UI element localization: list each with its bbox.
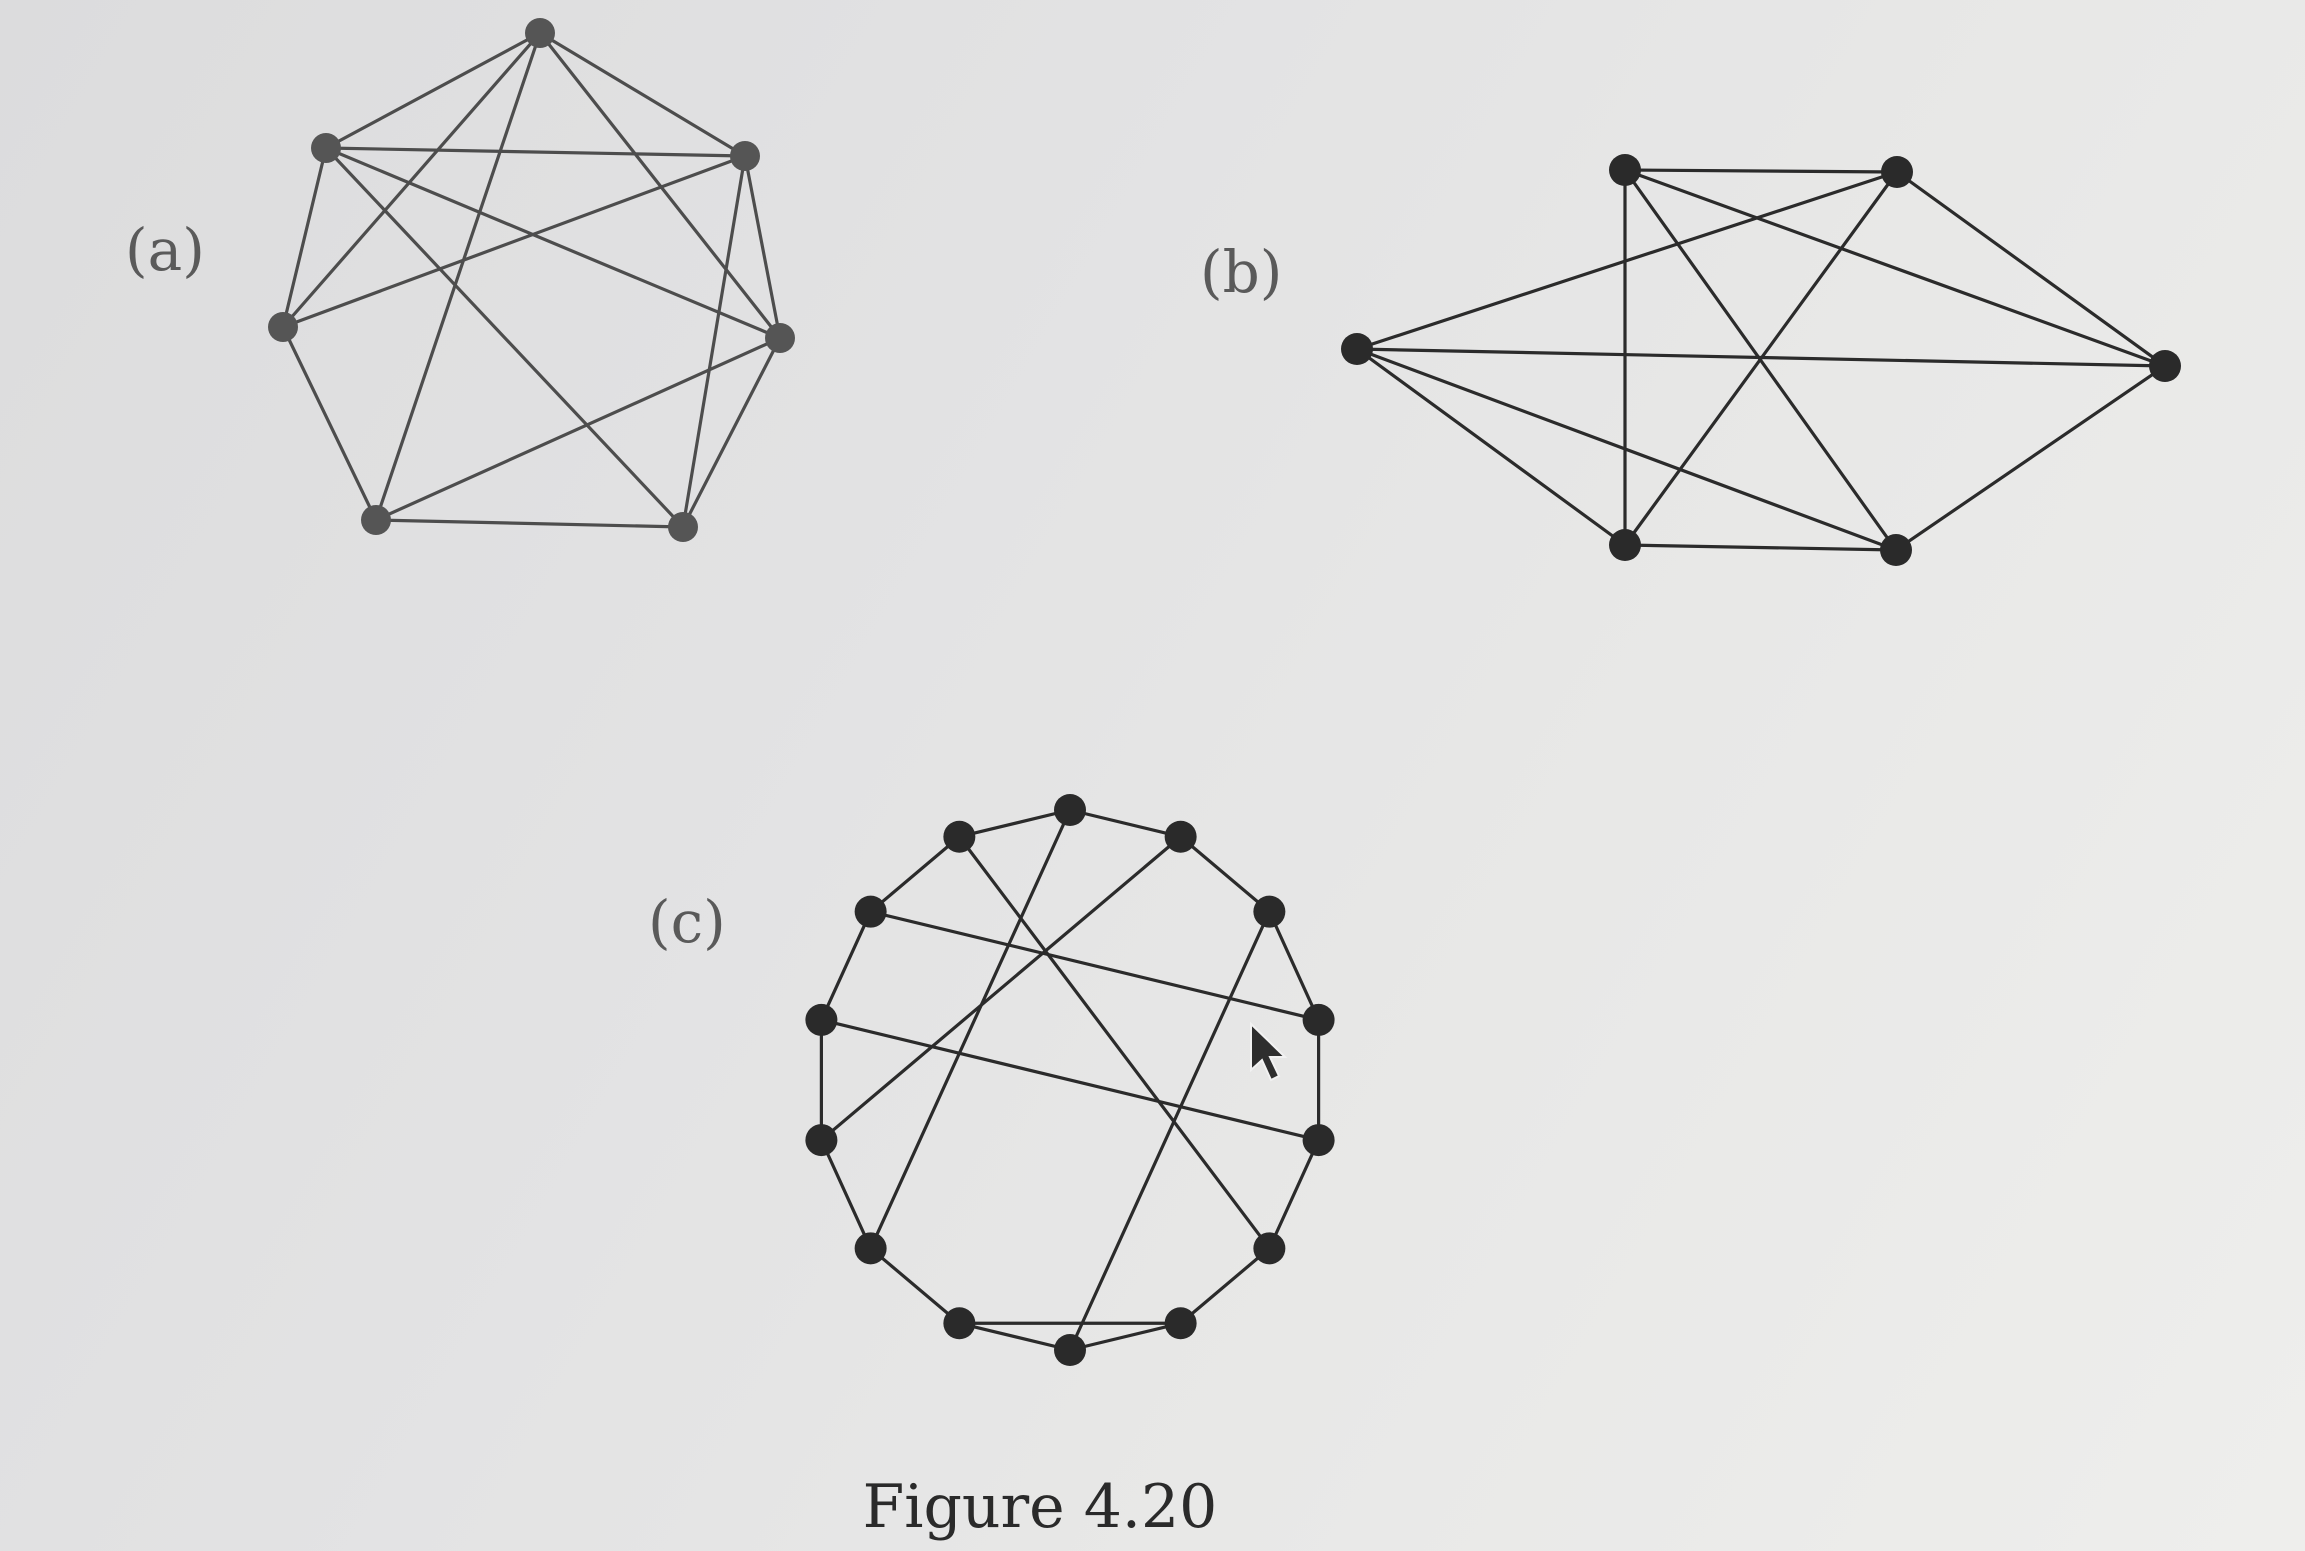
graph-b-edge-1-2 [1895, 170, 2167, 368]
graph-c-vertex-5 [1253, 1232, 1286, 1265]
graph-a-edge-4-5 [281, 325, 378, 522]
graph-c-edge-5-6 [1179, 1246, 1271, 1325]
graph-panel-a [268, 18, 795, 542]
graph-a-edge-0-4 [374, 31, 542, 522]
graph-a-edge-5-6 [281, 146, 328, 329]
panel-label-a: (a) [125, 216, 205, 284]
graph-a-edge-1-6 [324, 146, 747, 158]
graph-a-edge-0-5 [281, 31, 542, 329]
graph-b-edge-2-3 [1894, 364, 2167, 552]
graph-a-vertex-5 [268, 312, 298, 342]
graph-b-edge-0-1 [1623, 168, 1899, 174]
graph-c-edge-0-9 [869, 808, 1072, 1250]
graph-c-vertex-4 [1302, 1124, 1335, 1157]
graph-a-edge-3-4 [374, 518, 685, 529]
graph-b-edge-3-5 [1355, 347, 1898, 552]
graph-c-vertex-8 [943, 1307, 976, 1340]
graph-c-edge-6-7 [1068, 1321, 1183, 1352]
graph-c-vertex-6 [1164, 1307, 1197, 1340]
graph-a-vertex-2 [765, 323, 795, 353]
graph-a-vertex-1 [730, 141, 760, 171]
graph-c-vertex-7 [1054, 1334, 1086, 1366]
graph-a-edge-2-6 [324, 146, 782, 340]
graph-c-edge-2-3 [1267, 910, 1321, 1022]
graph-c-edge-13-0 [957, 808, 1072, 839]
graph-a-edge-1-2 [743, 154, 782, 340]
graph-c-vertex-12 [854, 895, 887, 928]
graph-c-edge-5-13 [957, 835, 1271, 1250]
panel-label-c: (c) [648, 888, 726, 956]
graph-a-edge-2-3 [681, 336, 782, 529]
graph-c-edge-9-10 [819, 1138, 873, 1250]
graph-a-edge-1-5 [281, 154, 747, 329]
graph-c-vertex-9 [854, 1232, 887, 1265]
graph-c-edge-4-11 [819, 1018, 1321, 1142]
graph-panel-c [805, 794, 1335, 1366]
graph-a-edge-0-1 [538, 31, 747, 158]
graph-b-edge-0-2 [1623, 168, 2167, 368]
mouse-pointer-icon [1250, 1021, 1288, 1082]
graph-c-edge-8-9 [869, 1246, 961, 1325]
graph-a-vertex-6 [311, 133, 341, 163]
graph-c-edge-1-10 [819, 835, 1183, 1142]
graph-a-edge-3-6 [324, 146, 685, 529]
graph-b-edge-3-4 [1623, 543, 1898, 552]
graph-c-vertex-11 [805, 1003, 838, 1036]
graph-a-vertex-3 [668, 512, 698, 542]
graph-a-vertex-4 [361, 505, 391, 535]
graph-c-vertex-2 [1253, 895, 1286, 928]
graph-c-vertex-3 [1302, 1003, 1335, 1036]
graph-a-edge-2-4 [374, 336, 782, 522]
graph-c-edge-11-12 [819, 910, 873, 1022]
graph-c-edge-12-13 [869, 835, 961, 914]
graph-c-edge-7-8 [957, 1321, 1072, 1352]
graph-a-vertex-0 [525, 18, 555, 48]
graph-b-vertex-2 [2149, 350, 2181, 382]
graph-b-vertex-5 [1341, 333, 1373, 365]
graph-panel-b [1341, 154, 2181, 566]
graph-c-edge-1-2 [1179, 835, 1271, 914]
graph-b-vertex-1 [1881, 156, 1913, 188]
graph-a-edge-1-3 [681, 154, 747, 529]
graph-c-vertex-13 [943, 820, 976, 853]
graph-a-edge-6-0 [324, 31, 542, 150]
graph-c-vertex-1 [1164, 820, 1197, 853]
graph-b-edge-4-5 [1355, 347, 1627, 547]
graph-c-vertex-10 [805, 1124, 838, 1157]
graph-a-edge-0-2 [538, 31, 782, 340]
graph-b-edge-1-5 [1355, 170, 1899, 351]
graph-b-vertex-3 [1880, 534, 1912, 566]
graph-c-vertex-0 [1054, 794, 1086, 826]
graph-b-vertex-4 [1609, 529, 1641, 561]
graph-c-edge-0-1 [1068, 808, 1183, 839]
graph-c-edge-3-12 [869, 910, 1321, 1022]
graph-c-edge-4-5 [1267, 1138, 1321, 1250]
graph-b-vertex-0 [1609, 154, 1641, 186]
panel-label-b: (b) [1200, 238, 1282, 306]
figure-caption: Figure 4.20 [863, 1472, 1218, 1542]
graph-c-edge-2-7 [1068, 910, 1271, 1352]
graph-b-edge-2-5 [1355, 347, 2167, 368]
